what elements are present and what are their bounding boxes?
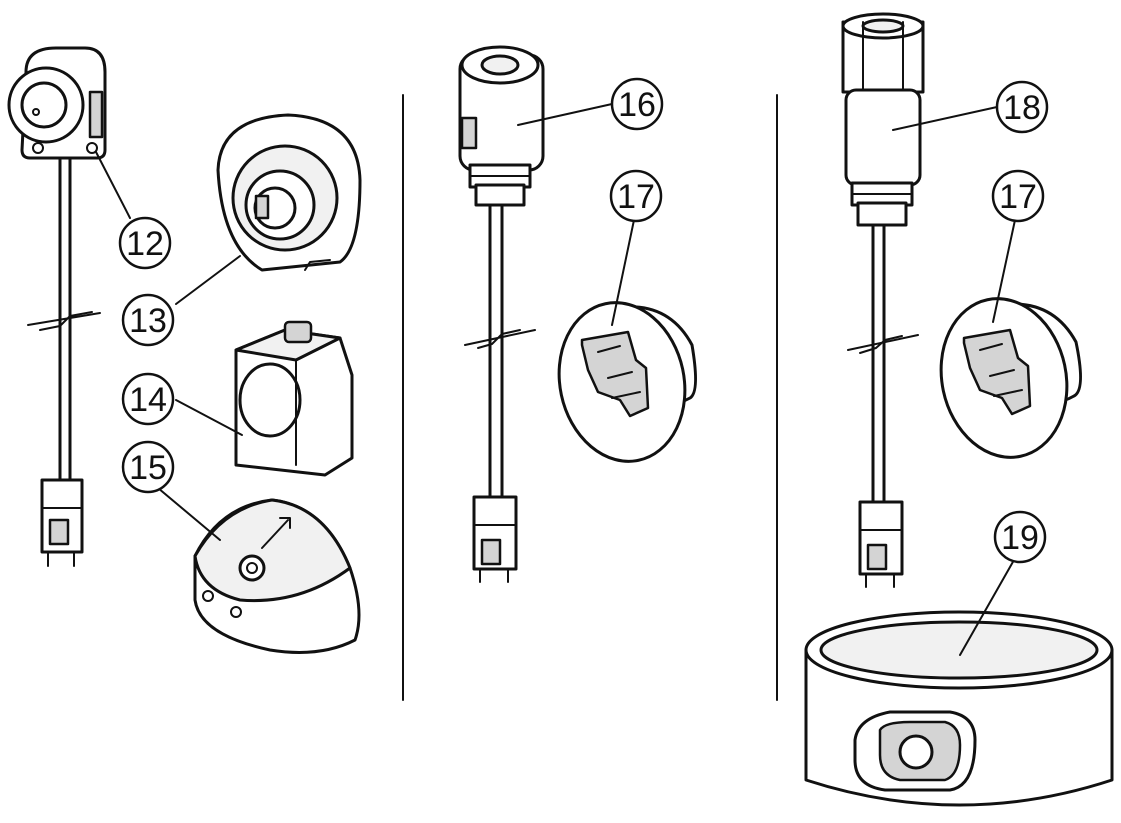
leader-line-17b (992, 219, 1016, 323)
part-18-rj-plug (858, 500, 904, 588)
part-17-grommet-middle (557, 301, 697, 463)
callout-label-14: 14 (129, 381, 167, 419)
leader-line-13 (175, 255, 241, 305)
callout-label-12: 12 (126, 225, 164, 263)
callout-label-18: 18 (1003, 89, 1041, 127)
part-15-angled-mount (193, 498, 361, 654)
callout-15: 15 (121, 440, 175, 494)
leader-line-17a (611, 219, 635, 326)
part-16-sensor-unit (458, 45, 545, 502)
callout-label-13: 13 (129, 302, 167, 340)
part-13-dome-housing (216, 113, 362, 272)
callout-17-middle: 17 (609, 169, 663, 223)
leader-line-14 (175, 399, 243, 436)
callout-12: 12 (118, 216, 172, 270)
leader-line-15 (157, 487, 221, 541)
part-14-holder-block (234, 320, 354, 477)
leader-line-12 (95, 151, 131, 219)
callout-17-right: 17 (991, 169, 1045, 223)
part-19-round-base (804, 610, 1114, 807)
leader-lines (95, 103, 1016, 656)
callout-16: 16 (610, 77, 664, 131)
callout-14: 14 (121, 372, 175, 426)
callout-label-15: 15 (129, 449, 167, 487)
leader-line-16 (517, 103, 613, 126)
part-12-rj-plug (40, 478, 84, 567)
callout-19: 19 (993, 510, 1047, 564)
callout-18: 18 (995, 80, 1049, 134)
leader-line-18 (892, 106, 998, 131)
part-17-grommet-right (939, 297, 1082, 459)
callout-label-17-middle: 17 (617, 178, 655, 216)
callout-label-17-right: 17 (999, 178, 1037, 216)
callout-label-16: 16 (618, 86, 656, 124)
callout-label-19: 19 (1001, 519, 1039, 557)
part-12-sensor-unit (7, 46, 107, 487)
callout-13: 13 (121, 293, 175, 347)
leader-line-19 (959, 559, 1015, 656)
part-18-sensor-unit (841, 12, 925, 507)
part-16-rj-plug (472, 495, 518, 583)
